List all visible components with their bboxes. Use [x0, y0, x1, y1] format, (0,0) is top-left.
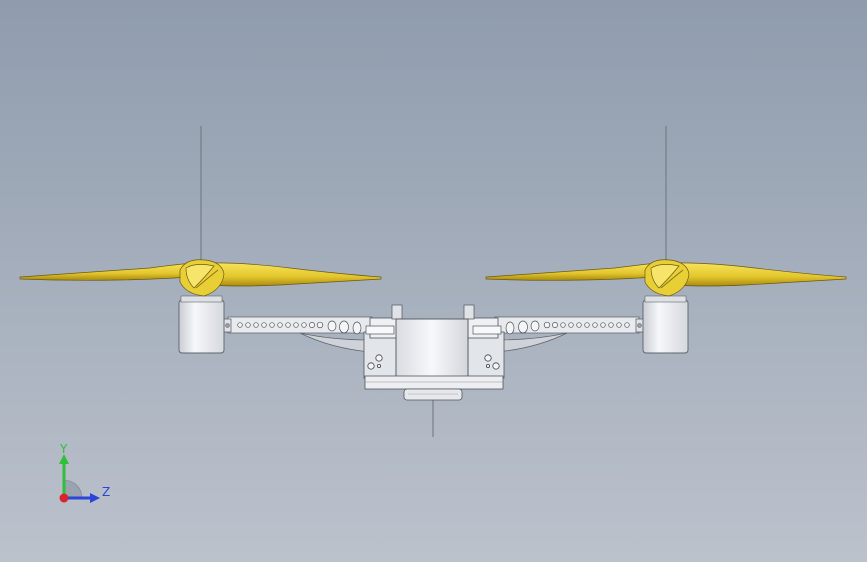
orientation-triad[interactable]: Y Z [50, 440, 120, 515]
left-arm[interactable] [223, 316, 373, 353]
right-motor[interactable] [642, 295, 689, 354]
center-body[interactable] [363, 304, 505, 401]
left-propeller[interactable] [19, 259, 382, 297]
left-motor[interactable] [178, 295, 225, 354]
right-arm[interactable] [494, 316, 644, 353]
right-propeller[interactable] [485, 259, 847, 297]
triad-z-label: Z [102, 485, 111, 499]
triad-y-label: Y [60, 442, 68, 456]
triad-graphic [59, 454, 100, 503]
